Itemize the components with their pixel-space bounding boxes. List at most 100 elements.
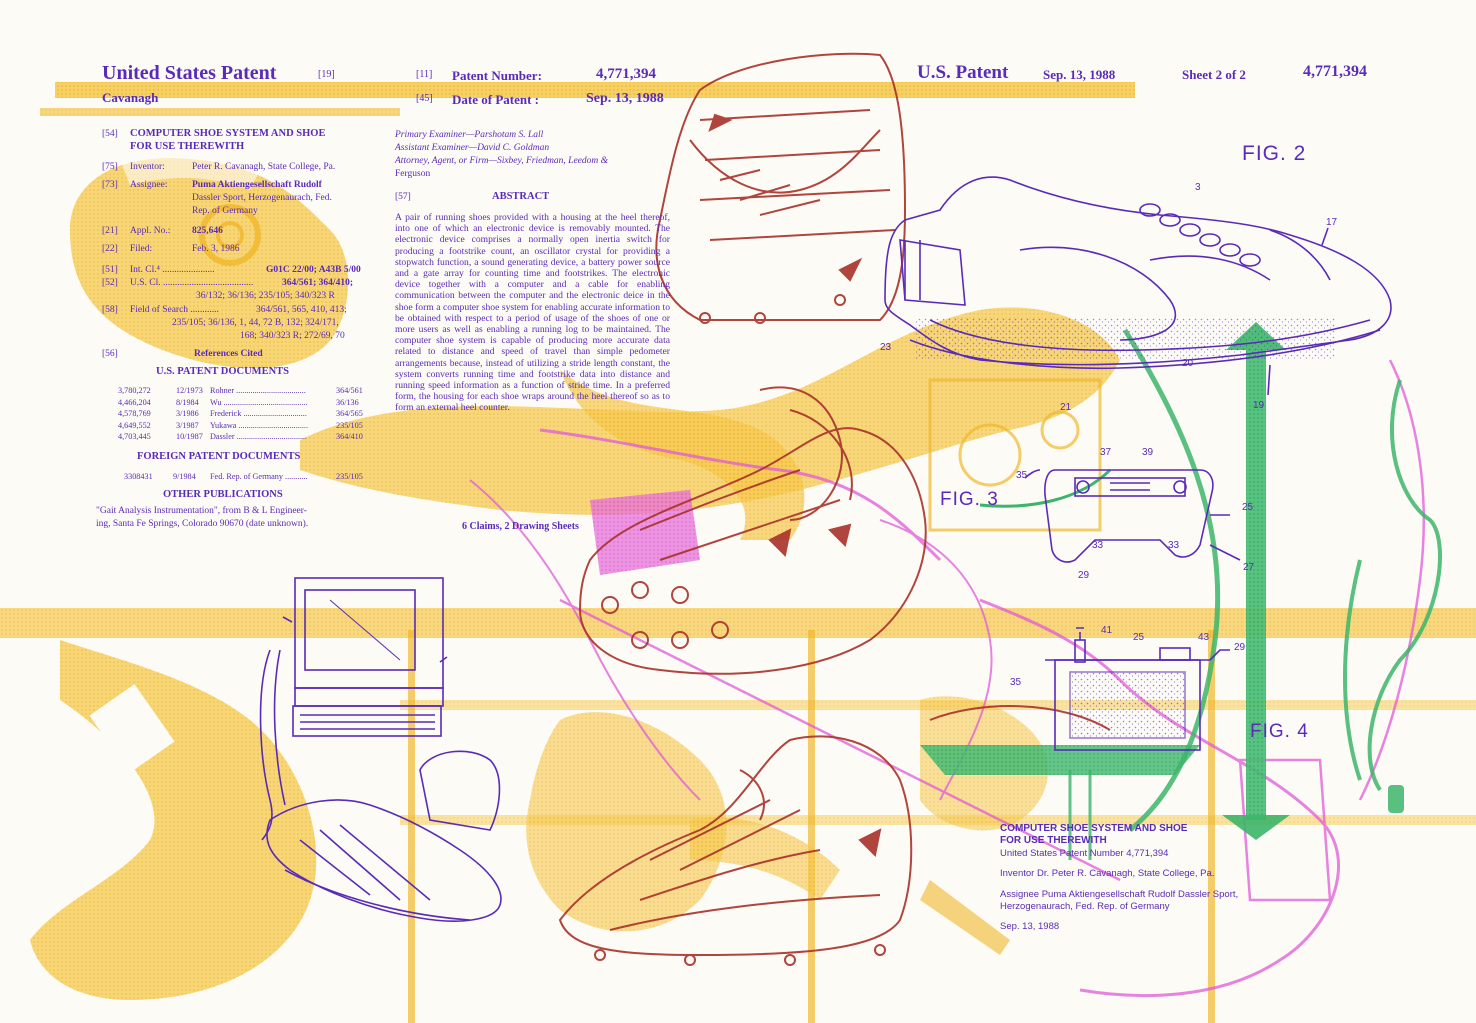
svg-text:27: 27	[1243, 562, 1255, 573]
claims-summary: 6 Claims, 2 Drawing Sheets	[462, 521, 579, 532]
svg-text:35: 35	[1010, 677, 1022, 688]
primary-examiner: Primary Examiner—Parshotam S. Lall	[395, 130, 544, 140]
sheet-header-sheet: Sheet 2 of 2	[1182, 67, 1246, 82]
us-doc-name: Wu .....................................…	[210, 397, 308, 407]
svg-text:39: 39	[1142, 447, 1154, 458]
assignee-line2: Dassler Sport, Herzogenaurach, Fed.	[192, 193, 332, 203]
assignee-label: Assignee:	[130, 180, 168, 190]
caption-assignee-line1: Assignee Puma Aktiengesellschaft Rudolf …	[1000, 889, 1239, 900]
svg-text:33: 33	[1092, 540, 1104, 551]
foreign-doc-date: 9/1984	[173, 472, 196, 481]
filed-label: Filed:	[130, 244, 153, 254]
svg-text:17: 17	[1326, 217, 1338, 228]
caption-title-line1: COMPUTER SHOE SYSTEM AND SHOE	[1000, 823, 1188, 834]
refs-title: References Cited	[194, 349, 263, 359]
svg-text:35: 35	[1016, 470, 1028, 481]
refs-code: [56]	[102, 349, 118, 359]
us-doc-cl: 364/410	[336, 432, 363, 441]
us-doc-date: 10/1987	[176, 432, 203, 441]
purple-line-drawings	[259, 176, 1392, 922]
svg-text:23: 23	[880, 342, 892, 353]
us-doc-date: 3/1987	[176, 420, 199, 430]
int-cl-label: Int. Cl.⁴ ......................	[130, 265, 215, 275]
patent-number: 4,771,394	[596, 66, 656, 82]
fig4-label: FIG. 4	[1250, 721, 1309, 742]
foreign-doc-name: Fed. Rep. of Germany ...........	[210, 472, 308, 481]
us-cl-label: U.S. Cl. ...............................…	[130, 278, 254, 288]
date-label: Date of Patent :	[452, 92, 539, 107]
green-layer	[920, 322, 1442, 860]
us-doc-date: 8/1984	[176, 397, 199, 407]
field-code: [58]	[102, 305, 118, 315]
caption-patent-number: United States Patent Number 4,771,394	[1000, 848, 1169, 859]
date-code: [45]	[416, 93, 433, 104]
us-cl-line2: 36/132; 36/136; 235/105; 340/323 R	[196, 291, 335, 301]
us-doc-num: 4,703,445	[118, 432, 151, 441]
assignee-line3: Rep. of Germany	[192, 206, 258, 216]
int-cl-code: [51]	[102, 265, 118, 275]
svg-text:19: 19	[1253, 400, 1265, 411]
field-label: Field of Search ............	[130, 305, 219, 315]
svg-text:29: 29	[1234, 642, 1246, 653]
inventor-value: Peter R. Cavanagh, State College, Pa.	[192, 162, 336, 172]
attorney-line2: Ferguson	[395, 169, 431, 179]
appl-number: 825,646	[192, 226, 223, 236]
invention-title-line1: COMPUTER SHOE SYSTEM AND SHOE	[130, 128, 326, 139]
invention-title-line2: FOR USE THEREWITH	[130, 141, 245, 152]
us-doc-name: Frederick ..............................…	[210, 409, 307, 418]
svg-text:3: 3	[1195, 182, 1201, 193]
svg-text:37: 37	[1100, 447, 1112, 458]
field-line3: 168; 340/323 R; 272/69, 70	[240, 331, 345, 341]
abstract-code: [57]	[395, 192, 411, 202]
us-doc-cl: 235/105	[336, 420, 363, 430]
us-cl-code: [52]	[102, 278, 118, 288]
us-docs-title: U.S. PATENT DOCUMENTS	[156, 366, 290, 377]
svg-text:33: 33	[1168, 540, 1180, 551]
patent-date: Sep. 13, 1988	[586, 91, 664, 106]
reference-numerals: 3 17 19 20 21 23 25 27 29 33 33 35 37 39…	[880, 182, 1338, 688]
inventor-code: [75]	[102, 162, 118, 172]
title-code: [54]	[102, 129, 118, 139]
us-doc-name: Yukawa .................................…	[210, 420, 309, 430]
abstract-text: A pair of running shoes provided with a …	[395, 212, 670, 414]
other-pubs-line1: "Gait Analysis Instrumentation", from B …	[96, 506, 307, 516]
int-cl-value: G01C 22/00; A43B 5/00	[266, 265, 361, 275]
us-doc-num: 4,649,552	[118, 420, 151, 430]
foreign-doc-num: 3308431	[124, 472, 153, 481]
foreign-docs-title: FOREIGN PATENT DOCUMENTS	[137, 451, 301, 462]
attorney-line1: Attorney, Agent, or Firm—Sixbey, Friedma…	[395, 156, 609, 166]
filed-code: [22]	[102, 244, 118, 254]
fig3-label: FIG. 3	[940, 489, 999, 510]
assignee-code: [73]	[102, 180, 118, 190]
svg-text:20: 20	[1182, 358, 1194, 369]
us-doc-cl: 36/136	[336, 397, 359, 407]
patent-number-code: [11]	[416, 69, 433, 80]
svg-text:43: 43	[1198, 632, 1210, 643]
us-doc-num: 3,780,272	[118, 386, 151, 395]
svg-text:29: 29	[1078, 570, 1090, 581]
caption-inventor: Inventor Dr. Peter R. Cavanagh, State Co…	[1000, 868, 1215, 879]
fig2-label: FIG. 2	[1242, 142, 1307, 165]
abstract-title: ABSTRACT	[492, 191, 550, 202]
magenta-layer	[469, 359, 1425, 998]
us-doc-cl: 364/561	[336, 386, 363, 395]
assistant-examiner: Assistant Examiner—David C. Goldman	[395, 143, 550, 153]
other-pubs-line2: ing, Santa Fe Springs, Colorado 90670 (d…	[96, 519, 309, 529]
sheet-header-number: 4,771,394	[1303, 63, 1367, 80]
patent-number-label: Patent Number:	[452, 68, 542, 83]
us-doc-name: Rohner .................................…	[210, 386, 306, 395]
inventor-label: Inventor:	[130, 162, 165, 172]
sheet-header-date: Sep. 13, 1988	[1043, 67, 1116, 82]
svg-text:25: 25	[1133, 632, 1145, 643]
patent-title-code: [19]	[318, 69, 335, 80]
filed-date: Feb. 3, 1986	[192, 244, 240, 254]
field-line2: 235/105; 36/136, 1, 44, 72 B, 132; 324/1…	[172, 318, 339, 328]
caption-date: Sep. 13, 1988	[1000, 921, 1060, 932]
inventor-surname: Cavanagh	[102, 90, 159, 105]
svg-text:25: 25	[1242, 502, 1254, 513]
sheet-header-title: U.S. Patent	[917, 62, 1009, 83]
caption-assignee-line2: Herzogenaurach, Fed. Rep. of Germany	[1000, 901, 1170, 912]
svg-text:41: 41	[1101, 625, 1113, 636]
foreign-doc-class: 235/105	[336, 472, 363, 481]
